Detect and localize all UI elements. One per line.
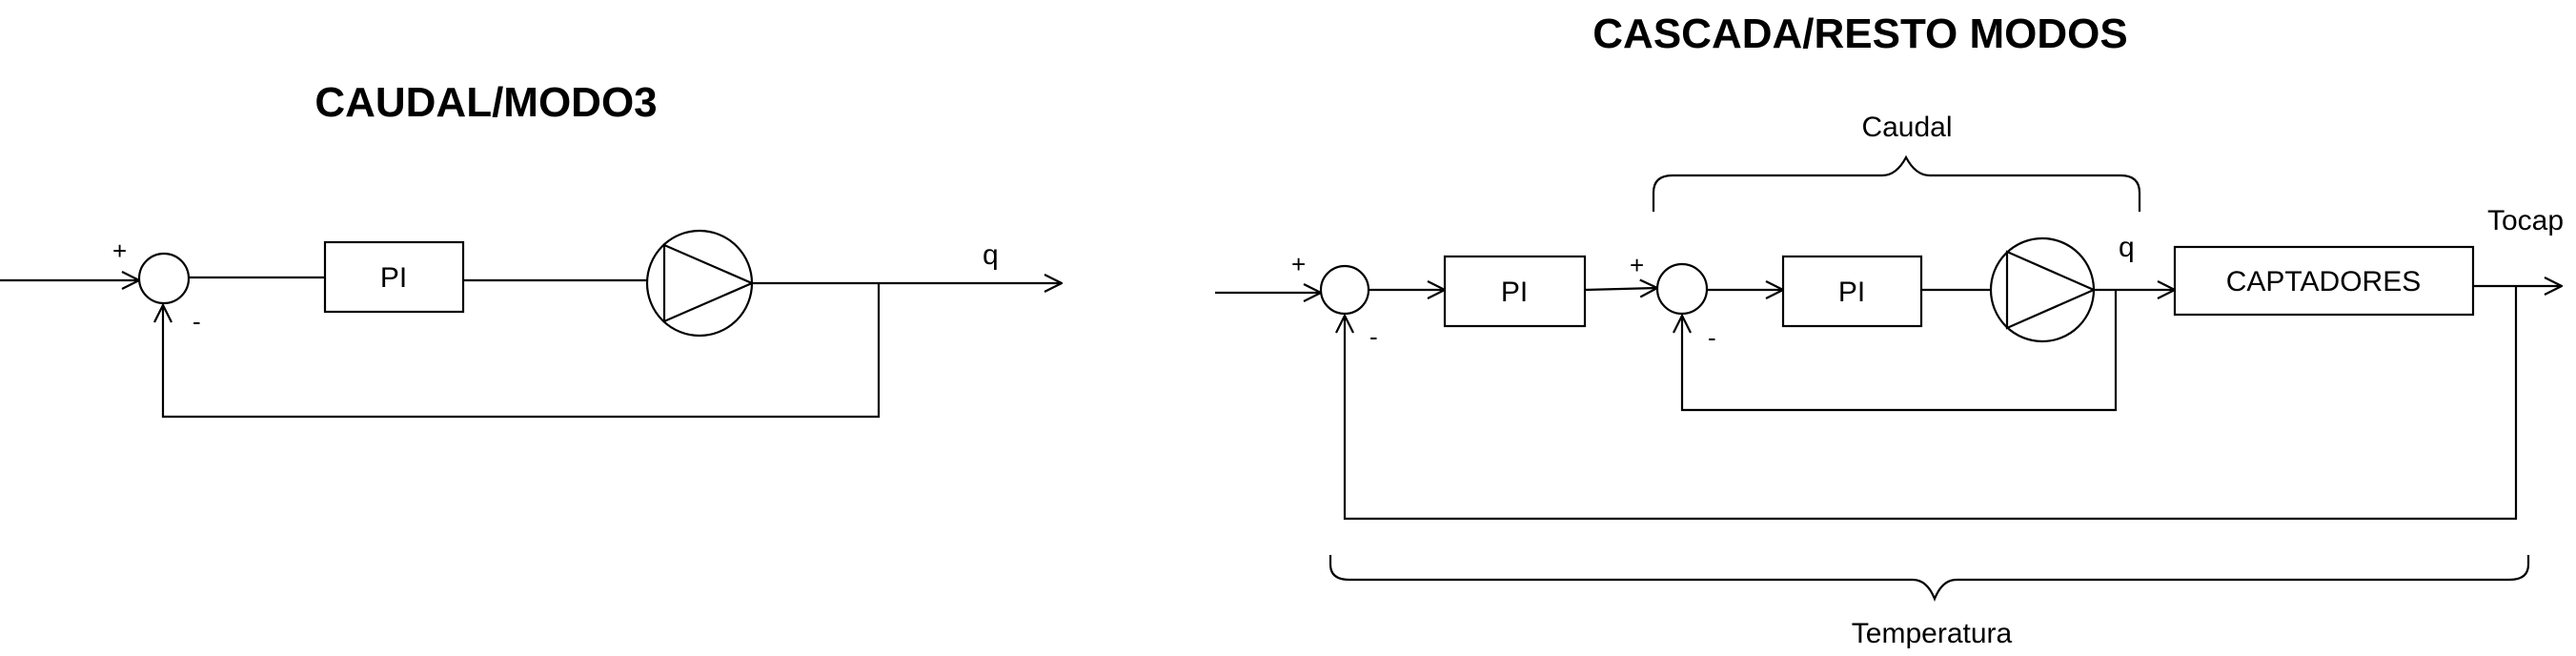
feedback-line — [163, 283, 881, 419]
outer-loop-brace — [1329, 555, 2530, 602]
diagram-title: CASCADA/RESTO MODOS — [1592, 10, 2127, 57]
output-label: q — [983, 239, 999, 271]
inner-sum-minus-sign: - — [1708, 323, 1716, 352]
inner-output-label: q — [2119, 232, 2135, 263]
diagram-cascada-resto-modos: CASCADA/RESTO MODOS Caudal + - PI + - PI… — [1215, 10, 2564, 649]
inner-feedback-line — [1682, 290, 2118, 412]
inner-pi-controller-block — [1781, 255, 1923, 328]
output-label: Tocap — [2487, 205, 2564, 236]
outer-summing-junction — [1319, 264, 1370, 316]
sum-plus-sign: + — [112, 236, 127, 265]
outer-loop-brace-label: Temperatura — [1852, 618, 2013, 649]
sum-minus-sign: - — [193, 307, 201, 336]
signal-line — [1584, 288, 1657, 290]
captadores-block — [2173, 245, 2475, 317]
inner-summing-junction — [1655, 262, 1709, 316]
summing-junction — [137, 252, 191, 305]
outer-sum-minus-sign: - — [1369, 322, 1378, 351]
inner-sum-plus-sign: + — [1630, 251, 1644, 279]
inner-loop-brace-label: Caudal — [1861, 112, 1952, 143]
outer-feedback-line — [1345, 286, 2518, 521]
captadores-label: CAPTADORES — [2226, 266, 2421, 297]
outer-pi-label: PI — [1501, 277, 1528, 308]
outer-sum-plus-sign: + — [1291, 250, 1306, 278]
pump-icon — [1989, 236, 2097, 343]
pi-controller-block — [323, 240, 465, 314]
inner-loop-brace — [1652, 154, 2141, 212]
outer-pi-controller-block — [1443, 255, 1587, 328]
diagram-title: CAUDAL/MODO3 — [314, 79, 657, 126]
inner-pi-label: PI — [1838, 277, 1865, 308]
pi-label: PI — [380, 262, 407, 294]
pump-icon — [645, 229, 755, 338]
diagram-caudal-modo3: CAUDAL/MODO3 + - PI q — [0, 79, 1062, 419]
